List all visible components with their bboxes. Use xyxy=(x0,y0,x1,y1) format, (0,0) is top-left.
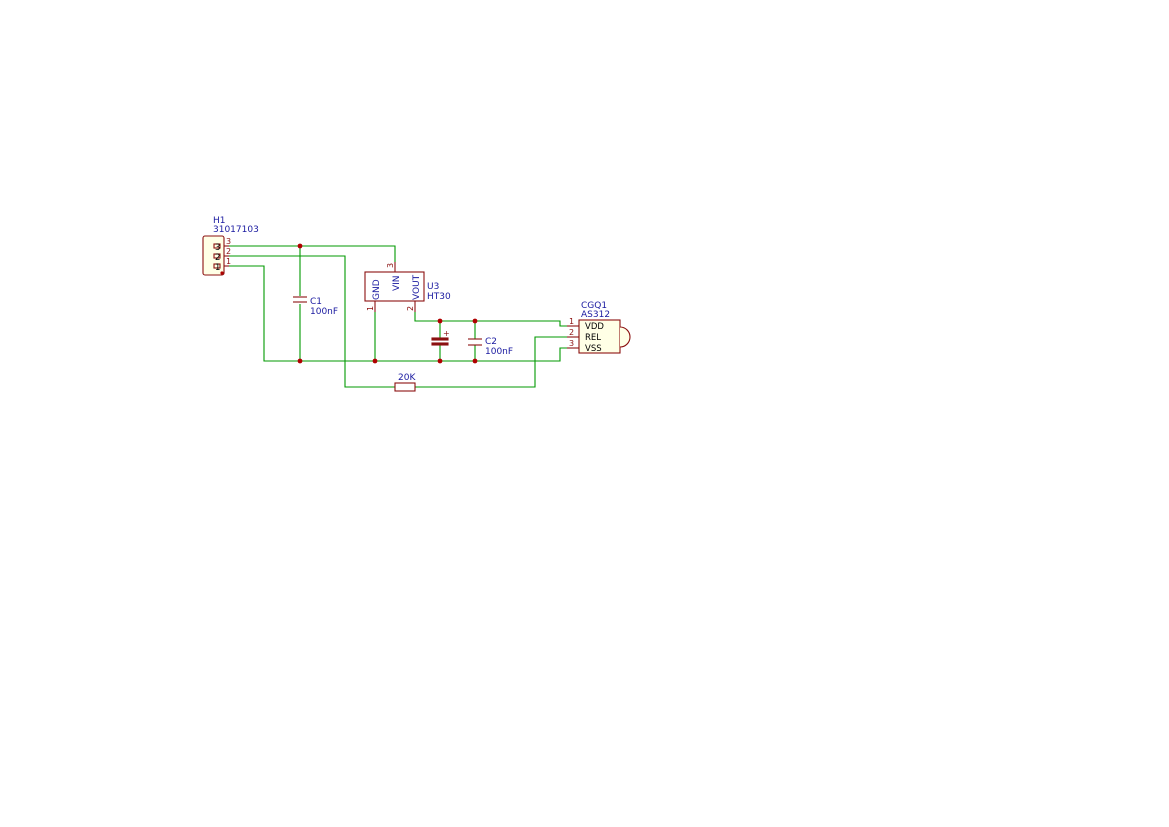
h1-pin-mark xyxy=(213,243,221,249)
u3-pin-number-gnd: 1 xyxy=(366,306,375,311)
cgq1-pin-number-3: 3 xyxy=(569,339,574,348)
junction-dot xyxy=(437,318,443,324)
cgq1-dome xyxy=(619,326,631,348)
h1-ref: H1 xyxy=(213,216,226,226)
junction-dot xyxy=(297,358,303,364)
h1-pin-mark xyxy=(213,263,221,269)
cgq1-pin-name-vss: VSS xyxy=(585,344,602,354)
u3-body xyxy=(364,271,425,302)
capacitor-c2[interactable]: C2 100nF xyxy=(468,337,513,357)
cgq1-pin-name-vdd: VDD xyxy=(585,322,604,332)
wire-rel-2 xyxy=(415,336,567,388)
h1-pin-mark xyxy=(213,253,221,259)
junction-dot xyxy=(472,358,478,364)
c1-ref: C1 xyxy=(310,297,322,307)
c1-value: 100nF xyxy=(310,307,338,317)
junction-dot xyxy=(297,243,303,249)
junction-dot xyxy=(472,318,478,324)
resistor-20k[interactable]: 20K xyxy=(394,373,416,392)
cgq1-pin-number-2: 2 xyxy=(569,328,574,337)
u3-value: HT30 xyxy=(427,292,451,302)
h1-pin-label-1: 1 xyxy=(215,263,220,273)
cgq1-pin-name-rel: REL xyxy=(585,333,601,343)
resistor-body xyxy=(394,382,416,392)
cgq1-ref: CGQ1 xyxy=(581,301,607,311)
h1-value: 31017103 xyxy=(213,225,259,235)
h1-pin-label-2: 2 xyxy=(215,253,220,263)
regulator-u3[interactable]: GND VIN VOUT 3 1 2 U3 HT30 xyxy=(364,262,451,312)
cgq1-value: AS312 xyxy=(581,310,610,320)
junction-dot xyxy=(372,358,378,364)
cgq1-pin-number-1: 1 xyxy=(569,317,574,326)
u3-pin-name-gnd: GND xyxy=(372,279,382,300)
wires xyxy=(229,245,567,388)
junction-dot xyxy=(437,358,443,364)
c2-value: 100nF xyxy=(485,347,513,357)
u3-pin-number-vout: 2 xyxy=(406,306,415,311)
wire-gnd-rail xyxy=(229,265,567,362)
cpol-plate-bottom xyxy=(431,342,449,346)
sensor-cgq1[interactable]: CGQ1 AS312 1 2 3 VDD REL VSS xyxy=(567,301,631,354)
u3-ref: U3 xyxy=(427,282,439,292)
h1-pin-label-3: 3 xyxy=(215,243,220,253)
capacitor-c1[interactable]: C1 100nF xyxy=(293,296,338,317)
c2-ref: C2 xyxy=(485,337,497,347)
wire-vout xyxy=(414,312,567,327)
h1-pin-number-1: 1 xyxy=(226,257,231,266)
resistor-value: 20K xyxy=(398,373,416,383)
u3-pin-number-vin: 3 xyxy=(386,263,395,268)
wire-vin xyxy=(229,245,396,262)
connector-h1[interactable]: H1 31017103 3 2 1 3 2 1 xyxy=(202,216,259,276)
junctions xyxy=(297,243,478,364)
u3-pin-name-vin: VIN xyxy=(392,275,402,291)
h1-pin1-marker xyxy=(220,271,224,275)
capacitor-polarized[interactable]: + xyxy=(431,329,450,346)
wire-rel xyxy=(229,255,395,388)
h1-pin-number-3: 3 xyxy=(226,237,231,246)
cpol-plus-sign: + xyxy=(443,329,450,338)
cpol-plate-top xyxy=(431,337,449,341)
h1-pin-number-2: 2 xyxy=(226,247,231,256)
u3-pin-name-vout: VOUT xyxy=(412,274,422,300)
